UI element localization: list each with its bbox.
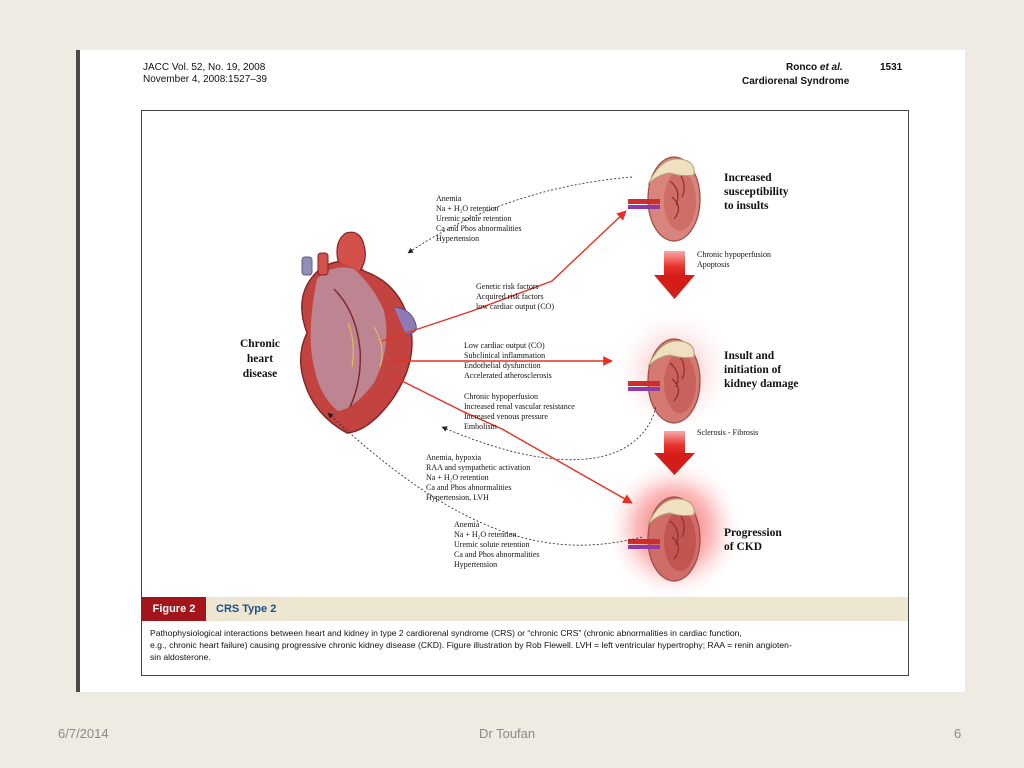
arrow1-label-2: Apoptosis	[697, 260, 729, 269]
kidney-bottom	[628, 496, 701, 582]
kidney-bottom-label-2: of CKD	[724, 541, 762, 553]
list-bottom-back-item: Uremic solute retention	[454, 540, 530, 549]
footer-presenter: Dr Toufan	[479, 726, 536, 741]
kidney-top-label-1: Increased	[724, 172, 772, 184]
list-top-back: Anemia Na + H₂O retention Uremic solute …	[436, 194, 522, 243]
author-citation: Ronco et al.	[786, 62, 843, 74]
figure-tag: Figure 2	[142, 597, 206, 621]
down-arrow-2	[654, 431, 695, 475]
list-middle-item: Subclinical inflammation	[464, 351, 545, 360]
kidney-middle-label-2: initiation of	[724, 364, 781, 376]
list-middle-item: Accelerated atherosclerosis	[464, 371, 552, 380]
list-bottom-back-item: Ca and Phos abnormalities	[454, 550, 540, 559]
kidney-bottom-label-1: Progression	[724, 527, 782, 539]
figure-caption-line: Pathophysiological interactions between …	[150, 628, 742, 638]
footer-slide-number: 6	[954, 726, 962, 741]
kidney-top-label-3: to insults	[724, 200, 769, 212]
footer-date: 6/7/2014	[58, 726, 109, 741]
list-top-back-item: Uremic solute retention	[436, 214, 512, 223]
feedback-arrow-middle	[441, 406, 657, 461]
list-genetic-item: low cardiac output (CO)	[476, 302, 554, 311]
feedback-arrow-top	[407, 176, 633, 254]
list-hypoperfusion-item: Chronic hypoperfusion	[464, 392, 538, 401]
list-middle-back-item: Hypertension, LVH	[426, 493, 489, 502]
down-arrow-1	[654, 251, 695, 299]
list-middle-item: Low cardiac output (CO)	[464, 341, 545, 350]
heart-label-2: heart	[247, 353, 273, 365]
cause-arrow-top	[381, 210, 627, 342]
figure-caption-line: e.g., chronic heart failure) causing pro…	[150, 640, 792, 650]
journal-volume: JACC Vol. 52, No. 19, 2008	[143, 62, 266, 73]
list-genetic: Genetic risk factors Acquired risk facto…	[476, 282, 554, 311]
journal-date: November 4, 2008:1527–39	[143, 74, 267, 85]
author-name: Ronco	[786, 62, 818, 73]
list-hypoperfusion-item: Increased renal vascular resistance	[464, 402, 575, 411]
list-middle-back-item: Anemia, hypoxia	[426, 453, 482, 462]
figure-box: Chronic heart disease Increased suscepti…	[141, 110, 909, 676]
kidney-middle-label-3: kidney damage	[724, 378, 798, 390]
list-hypoperfusion: Chronic hypoperfusion Increased renal va…	[464, 392, 575, 431]
list-genetic-item: Acquired risk factors	[476, 292, 544, 301]
list-hypoperfusion-item: Embolism	[464, 422, 498, 431]
caption-bar	[142, 597, 908, 621]
list-bottom-back-item: Anemia	[454, 520, 480, 529]
kidney-middle	[628, 338, 701, 424]
list-top-back-item: Anemia	[436, 194, 462, 203]
list-bottom-back-item: Hypertension	[454, 560, 497, 569]
figure-caption-line: sin aldosterone.	[150, 652, 211, 662]
list-middle: Low cardiac output (CO) Subclinical infl…	[464, 341, 552, 380]
heart-label-1: Chronic	[240, 338, 280, 350]
kidney-top-label-2: susceptibility	[724, 186, 789, 198]
kidney-top	[628, 156, 701, 242]
feedback-arrow-bottom	[327, 412, 643, 546]
list-top-back-item: Na + H₂O retention	[436, 204, 499, 213]
list-hypoperfusion-item: Increased venous pressure	[464, 412, 548, 421]
figure-title: CRS Type 2	[216, 603, 277, 615]
running-title: Cardiorenal Syndrome	[742, 76, 850, 87]
heart-label-3: disease	[243, 368, 278, 380]
list-middle-back-item: Ca and Phos abnormalities	[426, 483, 512, 492]
list-middle-back: Anemia, hypoxia RAA and sympathetic acti…	[426, 453, 530, 502]
list-bottom-back: Anemia Na + H₂O retention Uremic solute …	[454, 520, 540, 569]
heart-illustration	[299, 231, 417, 434]
list-middle-back-item: Na + H₂O retention	[426, 473, 489, 482]
list-middle-item: Endothelial dysfunction	[464, 361, 541, 370]
arrow1-label-1: Chronic hypoperfusion	[697, 250, 771, 259]
figure-caption: Pathophysiological interactions between …	[150, 627, 902, 663]
author-suffix: et al.	[819, 62, 843, 73]
kidney-middle-label-1: Insult and	[724, 350, 775, 362]
page-number: 1531	[880, 62, 903, 73]
list-top-back-item: Ca and Phos abnormalities	[436, 224, 522, 233]
list-top-back-item: Hypertension	[436, 234, 479, 243]
slide-left-rule	[76, 50, 80, 692]
list-bottom-back-item: Na + H₂O retention	[454, 530, 517, 539]
list-genetic-item: Genetic risk factors	[476, 282, 539, 291]
cause-arrow-bottom	[393, 376, 633, 504]
diagram-canvas: Chronic heart disease Increased suscepti…	[240, 156, 798, 601]
list-middle-back-item: RAA and sympathetic activation	[426, 463, 530, 472]
arrow2-label: Sclerosis - Fibrosis	[697, 428, 758, 437]
